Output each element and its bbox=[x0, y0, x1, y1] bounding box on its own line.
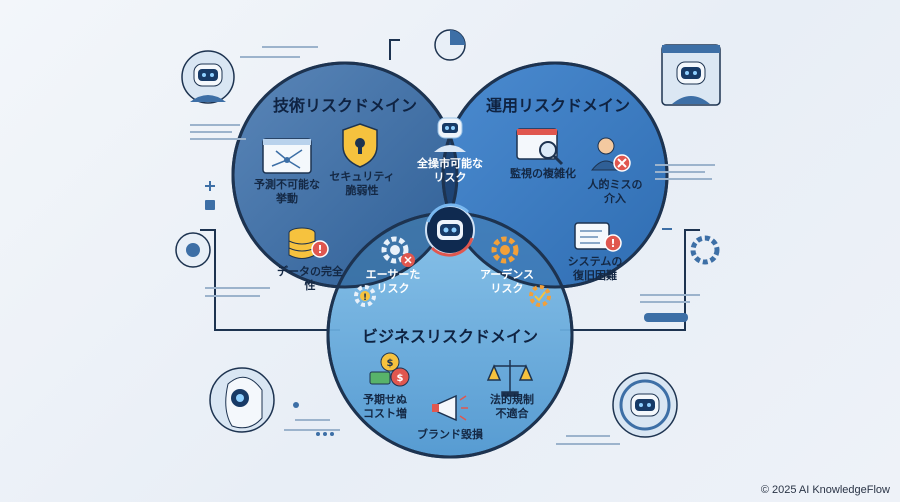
biz-domain-title: ビジネスリスクドメイン bbox=[361, 327, 538, 346]
ops-domain-title: 運用リスクドメイン bbox=[486, 96, 631, 115]
shield-lock-icon bbox=[342, 123, 378, 168]
megaphone-icon bbox=[432, 394, 468, 422]
svg-text:$: $ bbox=[387, 358, 394, 369]
tech-domain-title: 技術リスクドメイン bbox=[273, 96, 418, 115]
tech-item-unpredictable: 予測不可能な 挙動 bbox=[254, 178, 320, 205]
svg-text:$: $ bbox=[397, 373, 404, 384]
flow-window-icon bbox=[262, 138, 312, 174]
tech-item-data: データの完全 性 bbox=[277, 265, 343, 292]
svg-text:!: ! bbox=[363, 293, 367, 303]
biz-item-cost: 予期せぬ コスト増 bbox=[363, 393, 407, 420]
robot-head-icon bbox=[425, 203, 475, 257]
overlap-tech-biz bbox=[328, 213, 457, 287]
robot-small-icon bbox=[434, 117, 466, 152]
ops-item-recovery: システムの 復旧困難 bbox=[567, 255, 623, 282]
database-warning-icon: ! bbox=[288, 227, 329, 259]
decor-shapes bbox=[175, 29, 720, 445]
gear-orange-icon bbox=[491, 236, 519, 264]
copyright-text: © 2025 AI KnowledgeFlow bbox=[760, 484, 890, 496]
robot-circle-icon bbox=[612, 372, 678, 438]
robot-window-icon bbox=[661, 44, 721, 106]
robot-profile-icon bbox=[209, 367, 275, 433]
ops-item-human: 人的ミスの 介入 bbox=[587, 178, 643, 205]
money-icon: $ $ bbox=[369, 352, 410, 387]
monitor-search-icon bbox=[516, 128, 564, 166]
robot-avatar-icon bbox=[181, 50, 235, 104]
svg-text:!: ! bbox=[610, 237, 615, 250]
overlap-tech-ops-label: 全操市可能な リスク bbox=[417, 157, 483, 184]
ops-item-monitoring: 監視の複雑化 bbox=[510, 167, 576, 180]
svg-text:!: ! bbox=[317, 243, 322, 256]
overlap-tech-biz-label: エーサーた リスク bbox=[365, 268, 421, 295]
gear-warning-icon: ! bbox=[354, 285, 376, 307]
overlap-ops-biz bbox=[443, 213, 572, 287]
overlap-ops-biz-label: アーデンス リスク bbox=[479, 268, 535, 295]
tech-item-security: セキュリティ 脆弱性 bbox=[329, 170, 395, 197]
gear-check-icon bbox=[529, 285, 551, 307]
biz-item-legal: 法的規制 不適合 bbox=[490, 393, 534, 420]
gear-error-icon bbox=[381, 236, 415, 267]
user-error-icon bbox=[590, 137, 631, 172]
biz-item-brand: ブランド毀損 bbox=[417, 428, 483, 441]
window-warning-icon: ! bbox=[574, 222, 622, 252]
scale-icon bbox=[486, 360, 534, 397]
